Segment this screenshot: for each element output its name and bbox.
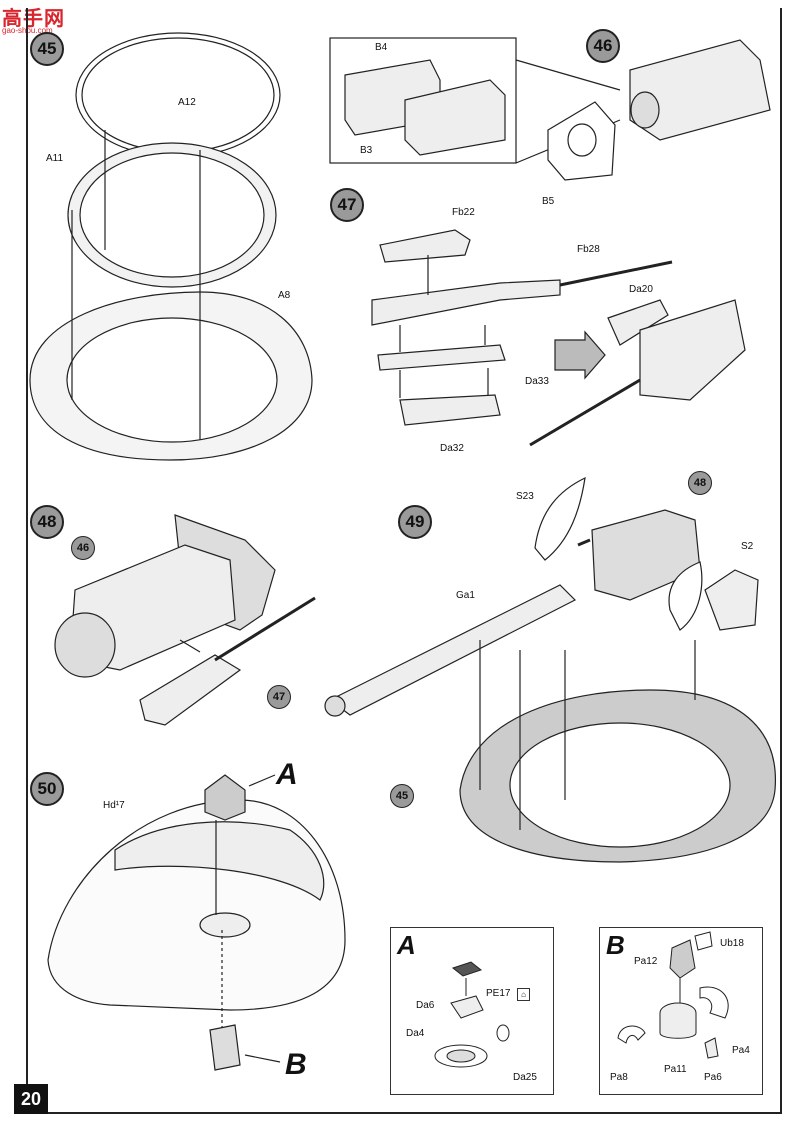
part-label-b5: B5 (542, 196, 555, 207)
part-label-s2: S2 (741, 541, 754, 552)
subassembly-b-box: B Ub18 Pa12 Pa4 Pa11 Pa8 Pa6 (599, 927, 763, 1095)
step-number-46: 46 (586, 29, 620, 63)
subassembly-a-drawing (434, 961, 510, 1068)
part-label-b4: B4 (375, 42, 388, 53)
part-label-fb22: Fb22 (452, 207, 475, 218)
step-number-49: 49 (398, 505, 432, 539)
part-label-pa12: Pa12 (634, 956, 658, 967)
page-frame-right (780, 8, 782, 1112)
subassembly-b-title: B (606, 930, 625, 960)
part-label-a11: A11 (46, 153, 64, 164)
part-label-da33: Da33 (525, 376, 549, 387)
page-number: 20 (14, 1084, 48, 1114)
part-label-pe17: PE17 (486, 988, 511, 999)
part-label-pa6: Pa6 (704, 1072, 722, 1083)
subassembly-a-title: A (397, 930, 416, 960)
step46-drawing (344, 39, 771, 181)
subassembly-b-drawing (617, 931, 729, 1059)
part-label-a12: A12 (178, 97, 196, 108)
ref-step-45: 45 (390, 784, 414, 808)
ring-a12 (75, 32, 281, 158)
step-number-47: 47 (330, 188, 364, 222)
ref-step-48: 48 (688, 471, 712, 495)
part-label-da32: Da32 (440, 443, 464, 454)
step45-drawing (29, 32, 313, 461)
step50-drawing (47, 774, 346, 1071)
part-label-pa11: Pa11 (664, 1064, 687, 1075)
callout-a: A (276, 758, 298, 791)
part-label-da20: Da20 (629, 284, 653, 295)
part-label-fb28: Fb28 (577, 244, 600, 255)
callout-b: B (285, 1048, 307, 1081)
subassembly-a-box: A PE17 ⌂ Da6 Da4 Da25 (390, 927, 554, 1095)
part-label-hd17: Hd¹7 (103, 800, 125, 811)
page-frame (26, 8, 782, 1114)
step-number-50: 50 (30, 772, 64, 806)
part-label-s23: S23 (516, 491, 534, 502)
part-label-da6: Da6 (416, 1000, 435, 1011)
part-label-ga1: Ga1 (456, 590, 475, 601)
part-label-b3: B3 (360, 145, 373, 156)
part-label-pa8: Pa8 (610, 1072, 628, 1083)
part-label-da4: Da4 (406, 1028, 425, 1039)
part-label-ub18: Ub18 (720, 938, 744, 949)
ref-step-46: 46 (71, 536, 95, 560)
part-label-a8: A8 (278, 290, 291, 301)
part-label-da25: Da25 (513, 1072, 537, 1083)
part-label-pa4: Pa4 (732, 1045, 750, 1056)
step48-drawing (54, 514, 316, 726)
watermark-logo: 高手网 (2, 8, 65, 30)
ref-step-47: 47 (267, 685, 291, 709)
step-number-45: 45 (30, 32, 64, 66)
step-number-48: 48 (30, 505, 64, 539)
step49-drawing (324, 476, 776, 863)
photo-etch-icon: ⌂ (517, 988, 530, 1001)
step47-drawing (371, 229, 746, 447)
